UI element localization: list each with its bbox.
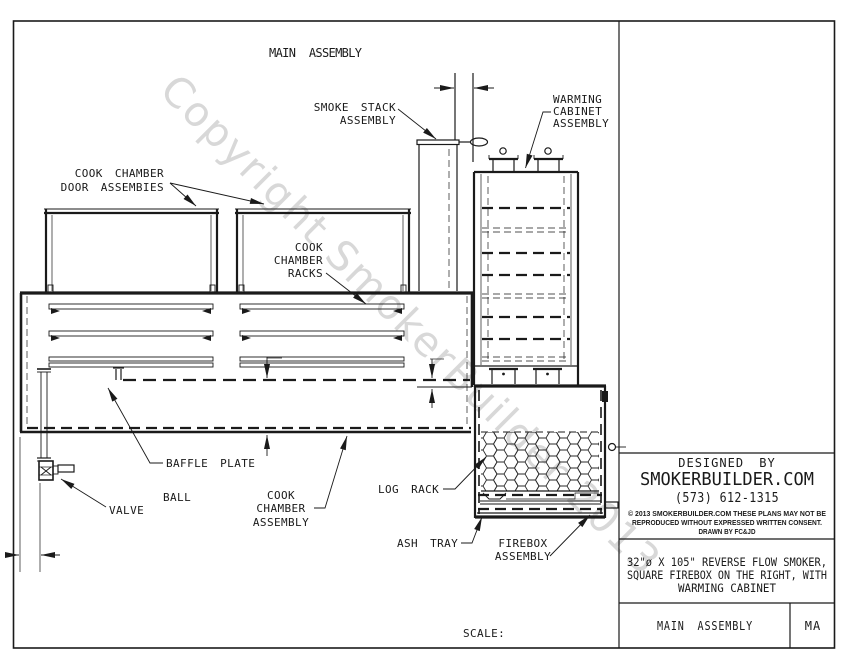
ash-tray-handle: [604, 501, 619, 509]
sheet-frame: [12, 20, 836, 649]
warming-cabinet: [472, 147, 580, 385]
sheet-code: MA: [805, 619, 821, 633]
title-block: DESIGNED BY SMOKERBUILDER.COM (573) 612-…: [627, 456, 827, 633]
ash-tray-label: ASH TRAY: [397, 537, 458, 550]
cook-chamber-racks: [48, 303, 405, 368]
smoke-stack-label-line1: SMOKE STACK: [314, 101, 396, 114]
drain-offset-dimension: [5, 437, 60, 572]
sheet-title: MAIN ASSEMBLY: [657, 619, 753, 633]
company-name: SMOKERBUILDER.COM: [640, 469, 814, 490]
firebox-door-handle: [607, 442, 617, 452]
smoke-stack: [416, 73, 494, 291]
cook-chamber-assembly-label-line1: COOK: [267, 489, 295, 502]
log-rack-label: LOG RACK: [378, 483, 439, 496]
phone-number: (573) 612-1315: [675, 490, 779, 506]
valve-label: VALVE: [109, 504, 144, 517]
legal-line1: © 2013 SMOKERBUILDER.COM THESE PLANS MAY…: [628, 510, 826, 518]
cabinet-shelves: [482, 206, 570, 362]
designed-by-label: DESIGNED BY: [678, 456, 775, 470]
firebox: [473, 384, 626, 519]
log-rack-mesh: [481, 432, 599, 491]
warming-cabinet-label-line2: CABINET: [553, 105, 602, 118]
drain-ball-valve: [37, 368, 75, 481]
door-assemblies-label-line2: DOOR ASSEMBIES: [61, 181, 164, 194]
cook-chamber-body: [19, 291, 474, 434]
firebox-label-line2: ASSEMBLY: [495, 550, 551, 563]
baffle-gap-dimensions: [264, 357, 444, 456]
racks-label-line3: RACKS: [288, 267, 323, 280]
legal-line3: DRAWN BY FC&JD: [699, 529, 756, 536]
door-assemblies-label-line1: COOK CHAMBER: [75, 167, 164, 180]
drawing-title: MAIN ASSEMBLY: [269, 46, 363, 60]
description-line3: WARMING CABINET: [678, 581, 776, 595]
callout-labels: MAIN ASSEMBLY SMOKE STACK ASSEMBLY WARMI…: [61, 46, 609, 640]
firebox-label-line1: FIREBOX: [498, 537, 547, 550]
copyright-watermark: Copyright SmokerBuilder 2013: [151, 65, 671, 585]
racks-label-line2: CHAMBER: [274, 254, 323, 267]
smoke-stack-label-line2: ASSEMBLY: [340, 114, 396, 127]
description-line2: SQUARE FIREBOX ON THE RIGHT, WITH: [627, 568, 827, 582]
legal-line2: REPRODUCED WITHOUT EXPRESSED WRITTEN CON…: [632, 520, 822, 527]
cabinet-top-vents: [488, 147, 564, 172]
cabinet-support-legs: [489, 367, 562, 384]
baffle-plate-label: BAFFLE PLATE: [166, 457, 255, 470]
firebox-door-latch: [602, 391, 608, 402]
cook-chamber-assembly-label-line2: CHAMBER: [256, 502, 305, 515]
callout-leaders: [60, 108, 591, 557]
cook-chamber-assembly-label-line3: ASSEMBLY: [253, 516, 309, 529]
warming-cabinet-label-line1: WARMING: [553, 93, 602, 106]
description-line1: 32"ø X 105" REVERSE FLOW SMOKER,: [627, 555, 827, 569]
scale-label: SCALE:: [463, 627, 505, 640]
warming-cabinet-label-line3: ASSEMBLY: [553, 117, 609, 130]
racks-label-line1: COOK: [295, 241, 323, 254]
ball-label: BALL: [163, 491, 191, 504]
